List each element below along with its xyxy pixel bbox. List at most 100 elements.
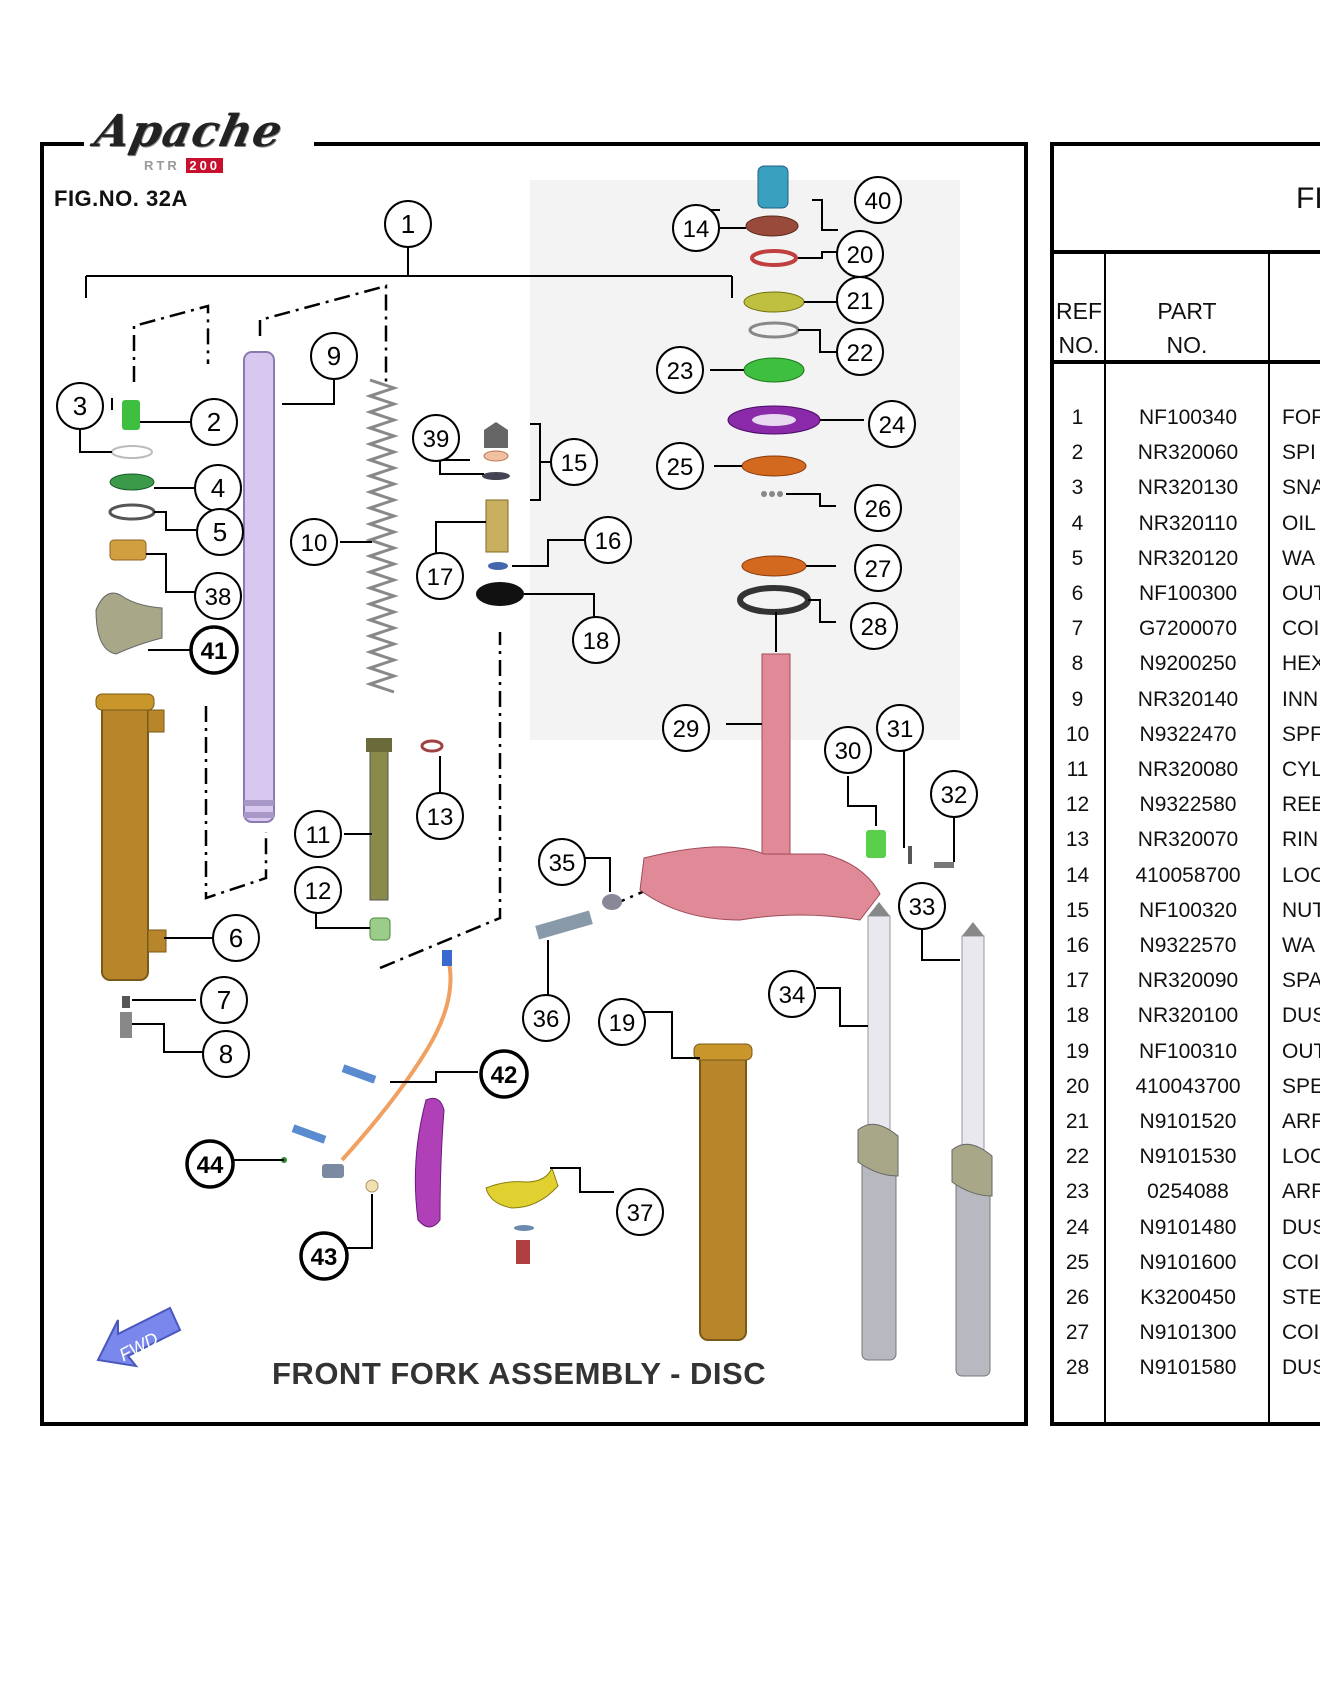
svg-text:7: 7 — [217, 985, 231, 1015]
part-number-cell: N9101580 — [1139, 1356, 1237, 1380]
callout-42: 42 — [479, 1049, 529, 1099]
ring — [420, 739, 444, 753]
banjo — [322, 1164, 344, 1178]
svg-text:17: 17 — [427, 564, 454, 591]
ref-cell: 21 — [1065, 1110, 1090, 1133]
description-cell: LOC — [1282, 1145, 1320, 1169]
svg-text:42: 42 — [491, 1062, 518, 1089]
callout-30: 30 — [824, 726, 872, 774]
svg-text:6: 6 — [229, 923, 243, 953]
ref-cell: 16 — [1065, 934, 1090, 957]
adjuster-nut-21 — [743, 291, 805, 313]
cylinder — [369, 739, 389, 901]
description-cell: FOF — [1282, 406, 1320, 429]
part-number-cell: N9322570 — [1139, 934, 1237, 957]
svg-text:12: 12 — [305, 878, 332, 905]
description-cell: WA — [1282, 934, 1316, 957]
ref-cell: 28 — [1065, 1356, 1090, 1380]
callout-38: 38 — [194, 572, 242, 620]
description-cell: NUT — [1282, 898, 1320, 922]
o-ring-39 — [483, 450, 509, 462]
ref-cell: 11 — [1066, 758, 1089, 781]
description-cell: STE — [1282, 1286, 1320, 1309]
description-cell: DUS — [1282, 1215, 1320, 1239]
fwd-label-svg: FWD — [116, 1328, 162, 1365]
ball-26a — [761, 491, 767, 497]
part-number-cell: NR320110 — [1138, 511, 1238, 535]
brand-model: RTR 200 — [144, 158, 224, 173]
callout-group: 1 2 3 4 5 6 7 8 9 10 11 12 13 14 15 16 1… — [56, 176, 978, 1281]
hose-bracket — [414, 1097, 445, 1228]
washer-16 — [488, 562, 508, 570]
figure-caption: FRONT FORK ASSEMBLY - DISC — [272, 1356, 767, 1391]
pin-31 — [908, 846, 912, 864]
description-cell: COI — [1282, 617, 1320, 641]
part-number-cell: N9200250 — [1139, 652, 1237, 676]
copper-washer — [122, 996, 130, 1008]
part-number-cell: 410043700 — [1135, 1074, 1241, 1098]
description-cell: SPF — [1282, 722, 1320, 746]
part-number-cell: NF100320 — [1138, 898, 1238, 922]
description-cell: OIL — [1282, 511, 1316, 535]
bolt-37 — [516, 1240, 530, 1264]
washer-small — [482, 472, 510, 480]
ref-cell: 14 — [1065, 863, 1090, 887]
description-cell: OUT — [1282, 582, 1320, 605]
table-row: 16 N9322570 WA — [1050, 934, 1320, 969]
callout-3: 3 — [56, 382, 104, 430]
callout-13: 13 — [416, 792, 464, 840]
part-header: PART NO. — [1106, 294, 1268, 362]
callout-17: 17 — [416, 552, 464, 600]
ref-cell: 23 — [1065, 1180, 1090, 1204]
ref-cell: 10 — [1065, 722, 1090, 746]
brand-logo: Apache RTR 200 — [84, 106, 314, 176]
svg-text:10: 10 — [301, 530, 328, 557]
ref-cell: 8 — [1071, 652, 1084, 676]
bolt-32 — [934, 862, 954, 868]
svg-text:5: 5 — [213, 517, 227, 547]
model-badge: 200 — [186, 158, 224, 173]
ref-cell: 19 — [1065, 1039, 1090, 1063]
callout-16: 16 — [584, 516, 632, 564]
svg-text:41: 41 — [201, 638, 228, 665]
bolt-42 — [341, 1064, 377, 1084]
svg-text:4: 4 — [211, 473, 225, 503]
part-number-cell: NR320080 — [1137, 758, 1239, 781]
part-number-cell: 0254088 — [1147, 1180, 1229, 1204]
part-number-cell: G7200070 — [1138, 617, 1238, 641]
callout-33: 33 — [898, 882, 946, 930]
callout-12: 12 — [294, 866, 342, 914]
description-cell: CYL — [1282, 758, 1320, 781]
fwd-label: FWD — [116, 1328, 162, 1365]
ref-cell: 5 — [1071, 546, 1084, 570]
part-header-line2: NO. — [1166, 332, 1208, 358]
callout-27: 27 — [854, 544, 902, 592]
svg-text:31: 31 — [887, 716, 914, 743]
description-cell: HEX — [1282, 652, 1320, 676]
svg-text:2: 2 — [207, 407, 221, 437]
callout-40: 40 — [854, 176, 902, 224]
callout-29: 29 — [662, 704, 710, 752]
callout-25: 25 — [656, 442, 704, 490]
part-number-cell: NR320090 — [1137, 969, 1239, 993]
cap-40 — [757, 165, 789, 209]
svg-text:13: 13 — [427, 804, 454, 831]
callout-4: 4 — [194, 464, 242, 512]
part-number-cell: 410058700 — [1135, 863, 1241, 887]
description-cell: SPA — [1282, 969, 1320, 993]
svg-text:23: 23 — [667, 358, 694, 385]
spacer-20 — [750, 249, 798, 267]
ref-cell: 9 — [1071, 687, 1084, 711]
model-text: RTR — [144, 158, 180, 173]
part-number-cell: N9101520 — [1139, 1110, 1237, 1133]
brake-hose — [340, 957, 453, 1162]
dust-seal-18 — [476, 582, 524, 606]
